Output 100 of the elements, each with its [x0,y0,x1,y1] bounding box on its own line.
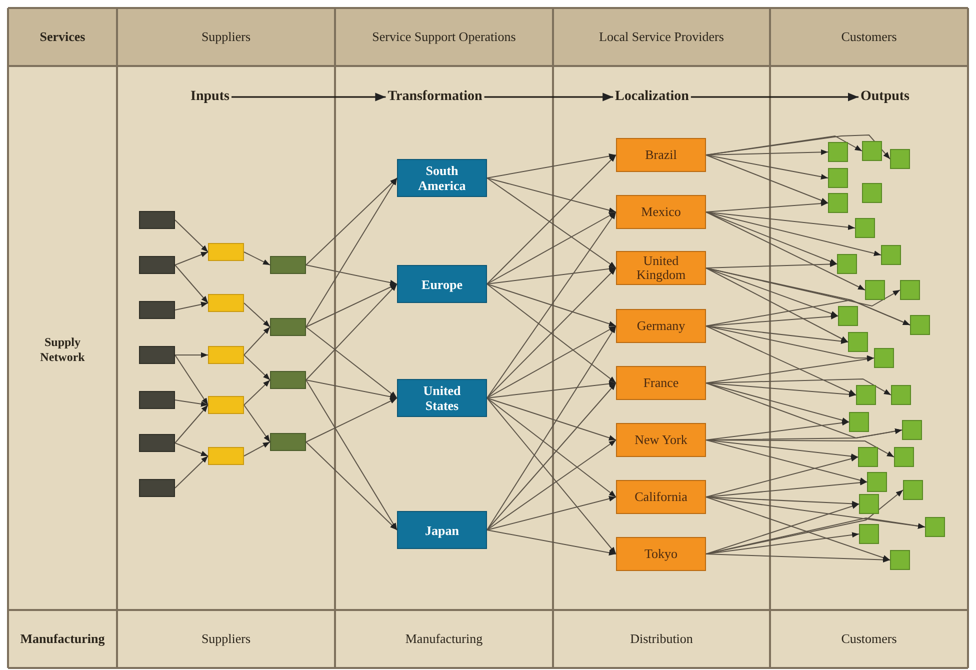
customer-square [862,183,882,203]
arrow [706,154,828,180]
arrow [244,442,270,456]
arrow [486,381,616,398]
arrow [174,302,208,310]
part-box [208,447,244,465]
arrow [306,380,398,530]
arrow [486,398,616,440]
arrow [706,326,856,396]
arrow [244,404,270,442]
customer-square [903,480,923,500]
region-box: United States [397,379,487,417]
part-box [208,346,244,364]
arrow [174,354,208,406]
row-label: Manufacturing [20,631,105,647]
arrow [486,440,616,530]
arrow [306,326,398,398]
arrow [306,178,398,328]
arrow [306,178,398,266]
arrow [486,284,616,384]
module-box [270,256,306,274]
arrow [706,440,894,458]
source-box [139,391,175,409]
footer-label: Suppliers [201,631,251,647]
arrow [306,398,398,442]
customer-square [890,550,910,570]
part-box [208,243,244,261]
arrow [174,400,208,407]
arrow [706,440,868,483]
row-label: Supply Network [39,335,86,365]
arrow [486,212,616,398]
stage-label: Outputs [858,89,912,105]
arrow [174,404,208,444]
customer-square [900,280,920,300]
arrow [706,154,828,204]
source-box [139,301,175,319]
column-header: Services [40,29,86,45]
stage-label: Transformation [386,89,484,105]
customer-square [856,385,876,405]
arrow [706,378,892,396]
arrow [486,326,616,530]
footer-label: Manufacturing [405,631,483,647]
arrow [306,442,398,530]
arrow [706,212,838,264]
arrow [706,212,882,256]
region-box: Japan [397,511,487,549]
customer-square [881,245,901,265]
arrow [486,382,616,530]
arrow [706,480,868,498]
customer-square [858,447,878,467]
customer-square [862,141,882,161]
customer-square [891,385,911,405]
column-header: Service Support Operations [372,29,516,45]
customer-square [828,142,848,162]
part-box [208,396,244,414]
arrow [174,352,208,358]
arrow [706,261,838,268]
arrow [706,212,866,290]
arrow [244,354,270,380]
arrow [486,284,616,326]
arrow [174,220,208,252]
region-box: South America [397,159,487,197]
arrow [174,442,208,456]
source-box [139,346,175,364]
customer-square [859,524,879,544]
arrow [706,420,850,440]
arrow [486,178,616,213]
arrow [706,496,890,560]
arrow [486,530,616,556]
column-header: Suppliers [201,29,251,45]
arrow [306,264,398,286]
source-box [139,434,175,452]
arrow [486,496,616,530]
customer-square [874,348,894,368]
stage-label: Localization [613,89,691,105]
location-box: New York [616,423,706,457]
arrow [706,504,860,554]
arrow [244,302,270,328]
customer-square [925,517,945,537]
arrow [232,92,386,102]
customer-square [828,168,848,188]
arrow [706,212,856,230]
arrow [174,264,208,304]
location-box: United Kingdom [616,251,706,285]
footer-label: Distribution [630,631,693,647]
arrow [690,92,858,102]
arrow [486,178,616,268]
arrow [486,398,616,554]
module-box [270,433,306,451]
customer-square [848,332,868,352]
customer-square [894,447,914,467]
customer-square [828,193,848,213]
source-box [139,211,175,229]
arrow [486,268,616,398]
customer-square [859,494,879,514]
arrow [244,326,270,356]
arrow [706,299,910,326]
footer-label: Customers [841,631,897,647]
customer-square [890,149,910,169]
location-box: Germany [616,309,706,343]
